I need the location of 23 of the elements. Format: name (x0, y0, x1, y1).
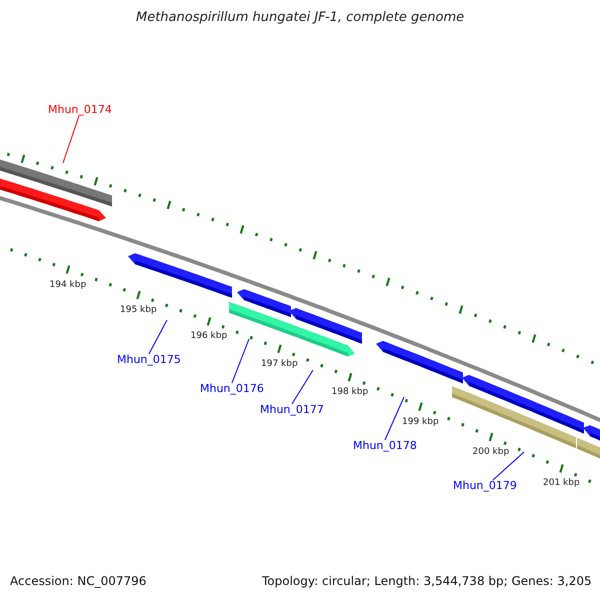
scale-label: 196 kbp (190, 332, 228, 342)
scale-label: 198 kbp (332, 388, 368, 398)
gene-label: Mhun_0175 (117, 354, 181, 366)
chart-title: Methanospirillum hungatei JF-1, complete genome (136, 11, 464, 26)
leader-line (231, 338, 250, 384)
accession-text: Accession: NC_007796 (10, 574, 146, 588)
leader-line (148, 320, 168, 354)
gene-label: Mhun_0176 (200, 383, 264, 396)
leader-line (291, 370, 314, 404)
gene-label: Mhun_0179 (453, 480, 517, 492)
leader-line (492, 452, 524, 480)
leader-line (62, 116, 80, 164)
scale-label: 195 kbp (120, 306, 157, 316)
scale-label: 194 kbp (50, 280, 86, 290)
scale-label: 201 kbp (543, 479, 580, 490)
gene-label: Mhun_0178 (353, 440, 417, 452)
scale-label: 197 kbp (261, 360, 298, 370)
gene-label: Mhun_0174 (48, 104, 112, 116)
leader-line (384, 396, 404, 440)
gene-label: Mhun_0177 (260, 404, 324, 416)
genome-summary-text: Topology: circular; Length: 3,544,738 bp; Genes: 3,205 (262, 574, 592, 588)
scale-label: 199 kbp (402, 418, 439, 428)
scale-label: 200 kbp (472, 448, 510, 458)
